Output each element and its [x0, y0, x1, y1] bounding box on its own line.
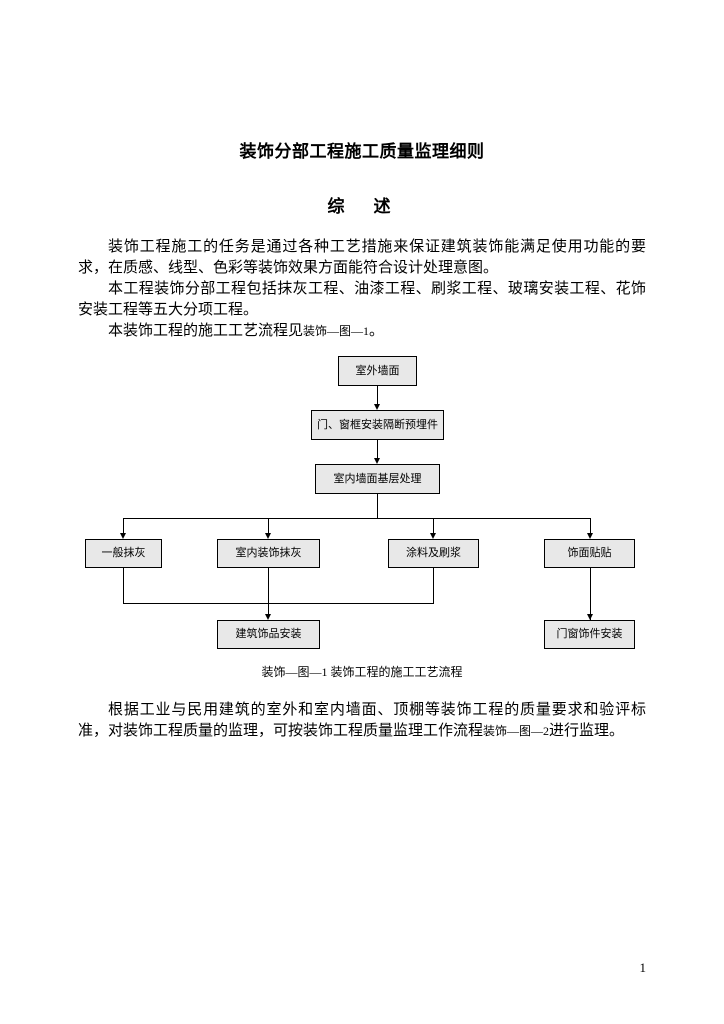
arrow-bus-n4 — [120, 532, 126, 539]
closing-paragraph-block: 根据工业与民用建筑的室外和室内墙面、顶棚等装饰工程的质量要求和验评标准，对装饰工… — [78, 700, 646, 742]
flow-node-interior-decorative-plaster: 室内装饰抹灰 — [217, 538, 320, 568]
drop-to-n7 — [590, 517, 591, 535]
arrow-bus-n6 — [430, 532, 436, 539]
arrow-n1-n2 — [374, 403, 380, 410]
figure-ref-1: 装饰—图—1 — [303, 323, 370, 338]
merge-bus-n8 — [123, 602, 434, 604]
arrow-n7-n9 — [587, 613, 593, 620]
flow-node-door-window-frame: 门、窗框安装隔断预埋件 — [311, 409, 444, 440]
bus-row3 — [123, 517, 590, 519]
arrow-bus-n5 — [265, 532, 271, 539]
connector-n3-bus — [377, 493, 378, 518]
flowchart-diagram: 室外墙面 门、窗框安装隔断预埋件 室内墙面基层处理 一般抹灰 — [78, 352, 646, 657]
drop-to-n5 — [268, 517, 269, 535]
drop-to-n4 — [123, 517, 124, 535]
section-title: 综 述 — [327, 196, 397, 216]
paragraph-1: 装饰工程施工的任务是通过各种工艺措施来保证建筑装饰能满足使用功能的要求，在质感、… — [78, 238, 646, 276]
intro-paragraphs: 装饰工程施工的任务是通过各种工艺措施来保证建筑装饰能满足使用功能的要求，在质感、… — [78, 237, 646, 342]
paragraph-3-prefix: 本装饰工程的施工工艺流程见 — [108, 322, 304, 339]
riser-n5 — [268, 567, 269, 603]
flow-node-paint-and-whitewash: 涂料及刷浆 — [388, 538, 479, 568]
riser-n4 — [123, 567, 124, 603]
flow-node-door-window-fitting-installation: 门窗饰件安装 — [544, 619, 635, 649]
riser-n6 — [433, 567, 434, 603]
paragraph-2: 本工程装饰分部工程包括抹灰工程、油漆工程、刷浆工程、玻璃安装工程、花饰安装工程等… — [78, 280, 646, 318]
connector-bus-n8 — [268, 602, 269, 616]
document-content: 装饰分部工程施工质量监理细则 综 述 装饰工程施工的任务是通过各种工艺措施来保证… — [78, 0, 646, 742]
paragraph-3-suffix: 。 — [369, 322, 385, 339]
drop-to-n6 — [433, 517, 434, 535]
flow-node-interior-base-treatment: 室内墙面基层处理 — [315, 463, 440, 494]
closing-text-part1: 根据工业与民用建筑的室外和室内墙面、顶棚等装饰工程的质量要求和验评标准，对装饰工… — [78, 701, 646, 739]
flow-node-decoration-installation: 建筑饰品安装 — [217, 619, 320, 649]
arrow-bus-n7 — [587, 532, 593, 539]
figure-caption: 装饰—图—1 装饰工程的施工工艺流程 — [261, 664, 463, 679]
connector-n2-n3 — [377, 439, 378, 459]
flow-node-exterior-wall: 室外墙面 — [338, 355, 417, 386]
paragraph-3: 本装饰工程的施工工艺流程见装饰—图—1。 — [78, 321, 646, 342]
arrow-bus-n8 — [265, 613, 271, 620]
connector-n7-n9 — [590, 567, 591, 620]
figure-ref-2: 装饰—图—2 — [483, 723, 550, 738]
page-number: 1 — [639, 960, 647, 975]
closing-paragraph: 根据工业与民用建筑的室外和室内墙面、顶棚等装饰工程的质量要求和验评标准，对装饰工… — [78, 700, 646, 742]
closing-text-part2: 进行监理。 — [549, 722, 625, 739]
connector-n1-n2 — [377, 385, 378, 405]
flow-node-facing-tiling: 饰面贴贴 — [544, 538, 635, 568]
arrow-n2-n3 — [374, 457, 380, 464]
page-title: 装饰分部工程施工质量监理细则 — [239, 142, 485, 161]
flow-node-general-plaster: 一般抹灰 — [85, 538, 162, 568]
